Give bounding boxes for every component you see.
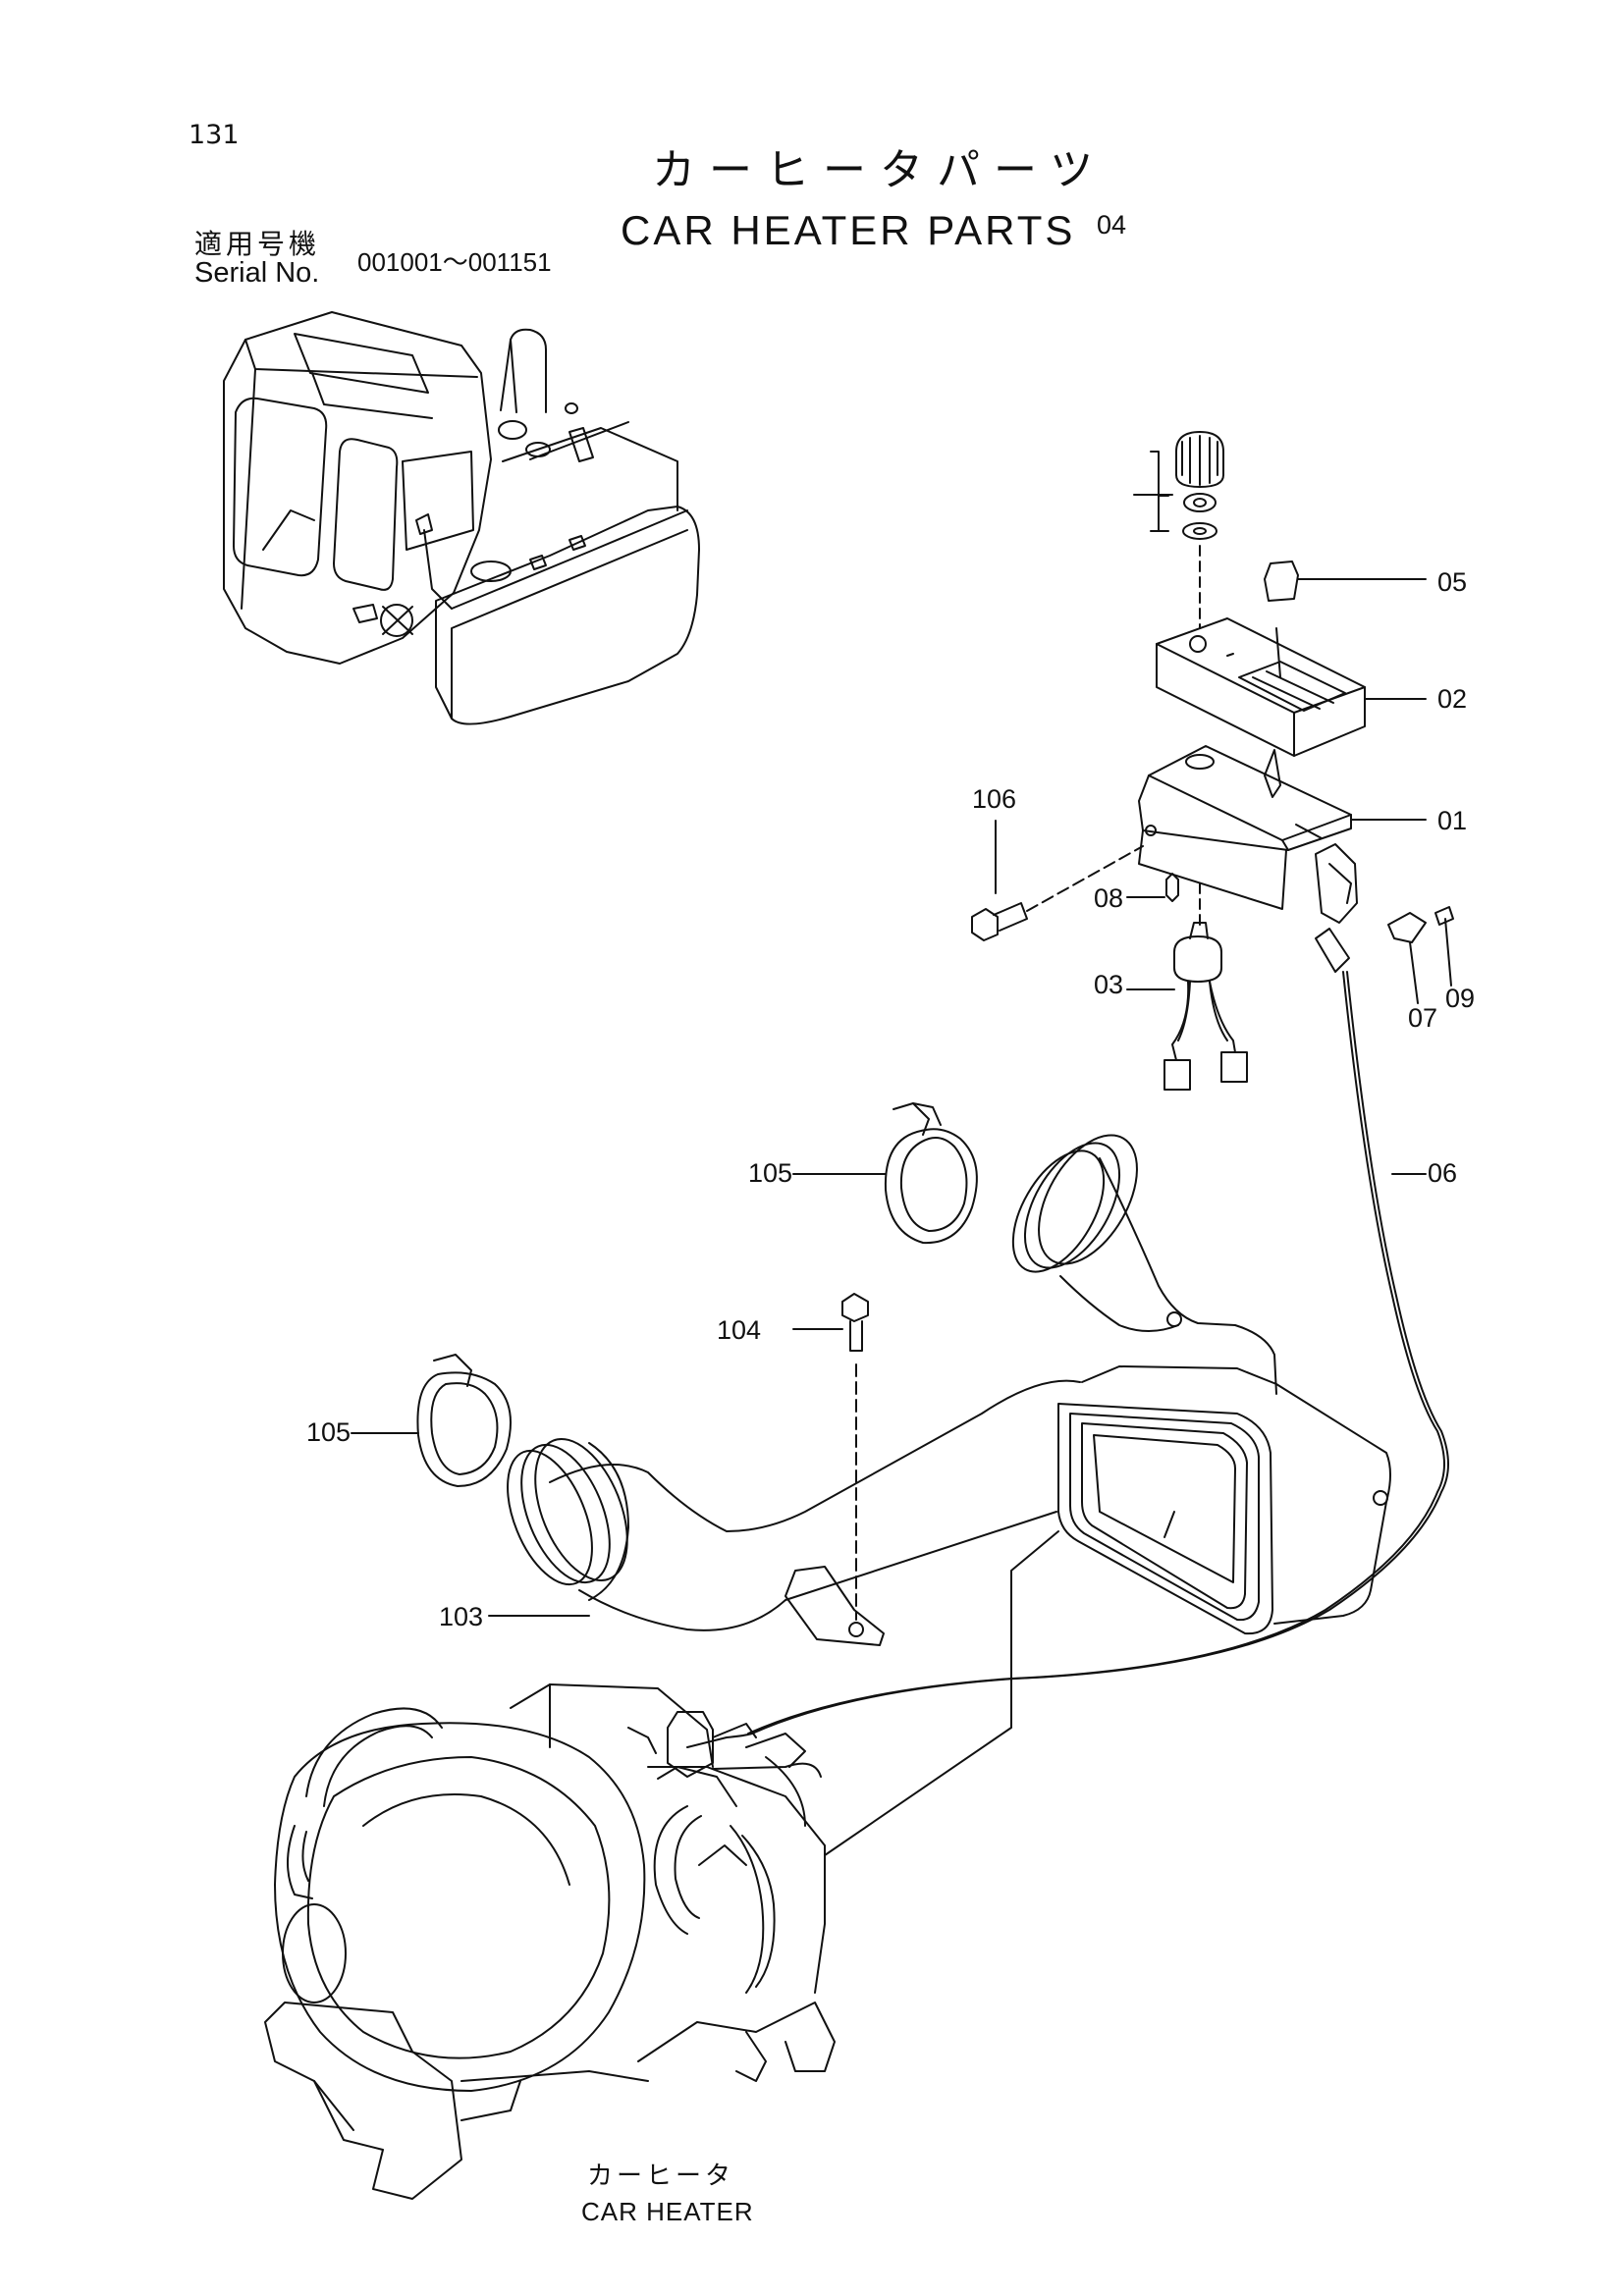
lever-knob	[1265, 561, 1298, 601]
callout-08: 08	[1094, 883, 1124, 913]
mounting-bracket	[1139, 746, 1351, 850]
control-cable	[748, 972, 1444, 1734]
switch	[1174, 936, 1221, 982]
callout-07: 07	[1408, 1003, 1438, 1033]
serial-label-japanese: 適用号機	[194, 228, 321, 260]
serial-range: 001001～001151	[357, 247, 552, 277]
callout-105-upper: 105	[748, 1158, 793, 1188]
callout-05: 05	[1437, 567, 1468, 597]
washer	[1183, 523, 1217, 539]
callout-103: 103	[439, 1602, 484, 1631]
control-panel-parts	[748, 432, 1453, 1734]
callout-06: 06	[1428, 1158, 1458, 1188]
car-heater-unit	[265, 1684, 835, 2199]
page-title: CAR HEATER PARTS	[621, 207, 1076, 253]
page-title-japanese: カーヒータパーツ	[652, 145, 1108, 195]
serial-label: Serial No.	[194, 257, 320, 289]
knob	[1176, 432, 1223, 487]
callout-01: 01	[1437, 806, 1468, 835]
callout-106: 106	[972, 784, 1017, 814]
callout-09: 09	[1445, 984, 1476, 1013]
nut	[1184, 494, 1216, 511]
bolt	[972, 909, 998, 940]
callout-03: 03	[1094, 970, 1124, 999]
callout-02: 02	[1437, 684, 1468, 714]
excavator-overview-illustration	[224, 312, 699, 724]
duct-assembly	[352, 1103, 1390, 1855]
page-number: 131	[189, 120, 240, 150]
callout-04: 04	[1097, 210, 1127, 240]
car-heater-label: CAR HEATER	[581, 2197, 754, 2226]
car-heater-label-japanese: カーヒータ	[587, 2162, 735, 2191]
callout-104: 104	[717, 1315, 762, 1345]
panel-plate	[1157, 618, 1365, 756]
callout-105-lower: 105	[306, 1417, 352, 1447]
